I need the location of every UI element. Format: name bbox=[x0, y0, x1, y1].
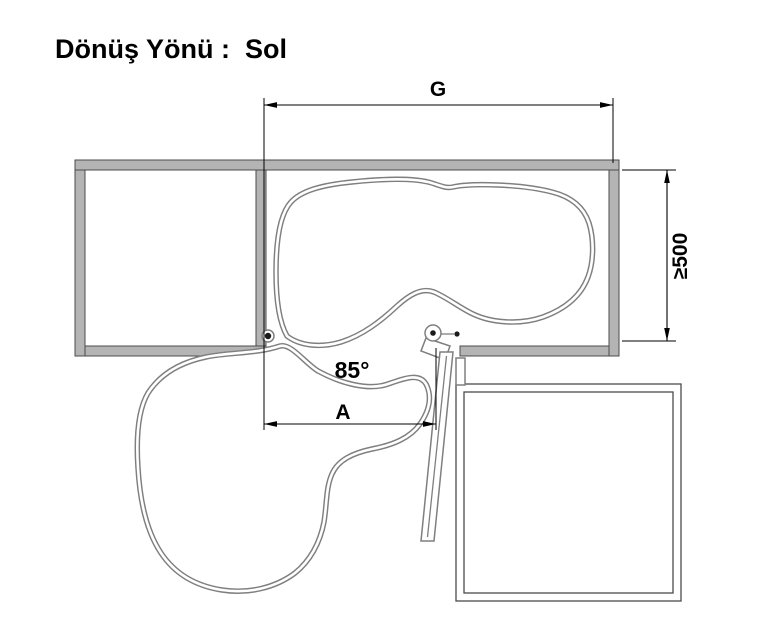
diagram-title: Dönüş Yönü : Sol bbox=[55, 34, 287, 64]
dimension-a-label: A bbox=[335, 401, 350, 424]
main-pivot-pin bbox=[430, 330, 436, 336]
upper-cabinet bbox=[74, 159, 620, 357]
door-panel-inner-line bbox=[426, 355, 448, 538]
upper-cabinet-front-right bbox=[459, 345, 610, 357]
dimension-g: G bbox=[263, 78, 614, 430]
left-pivot-pin bbox=[264, 332, 272, 340]
upper-tray bbox=[273, 176, 596, 349]
lower-tray-outline bbox=[134, 343, 433, 594]
upper-tray-outline bbox=[273, 176, 596, 349]
door-panel bbox=[420, 351, 454, 542]
hinge-bracket bbox=[455, 357, 466, 386]
dimension-g-label: G bbox=[430, 78, 446, 101]
upper-tray-inner-line bbox=[274, 178, 594, 347]
corner-cabinet-outer bbox=[455, 383, 682, 602]
upper-cabinet-right-wall bbox=[608, 169, 620, 357]
dimension-a: A bbox=[264, 348, 437, 430]
door-pivot-pin bbox=[454, 331, 460, 337]
upper-cabinet-back-wall bbox=[74, 159, 620, 171]
lower-tray-inner-line bbox=[136, 344, 431, 593]
dimension-depth-label: ≥500 bbox=[669, 233, 692, 280]
corner-cabinet-inner bbox=[463, 391, 674, 594]
upper-cabinet-divider bbox=[255, 169, 267, 347]
lower-tray bbox=[134, 343, 433, 594]
dimension-depth: ≥500 bbox=[622, 169, 692, 342]
upper-cabinet-left-wall bbox=[74, 169, 86, 357]
swing-angle-label: 85° bbox=[335, 357, 370, 383]
corner-cabinet bbox=[455, 383, 682, 602]
